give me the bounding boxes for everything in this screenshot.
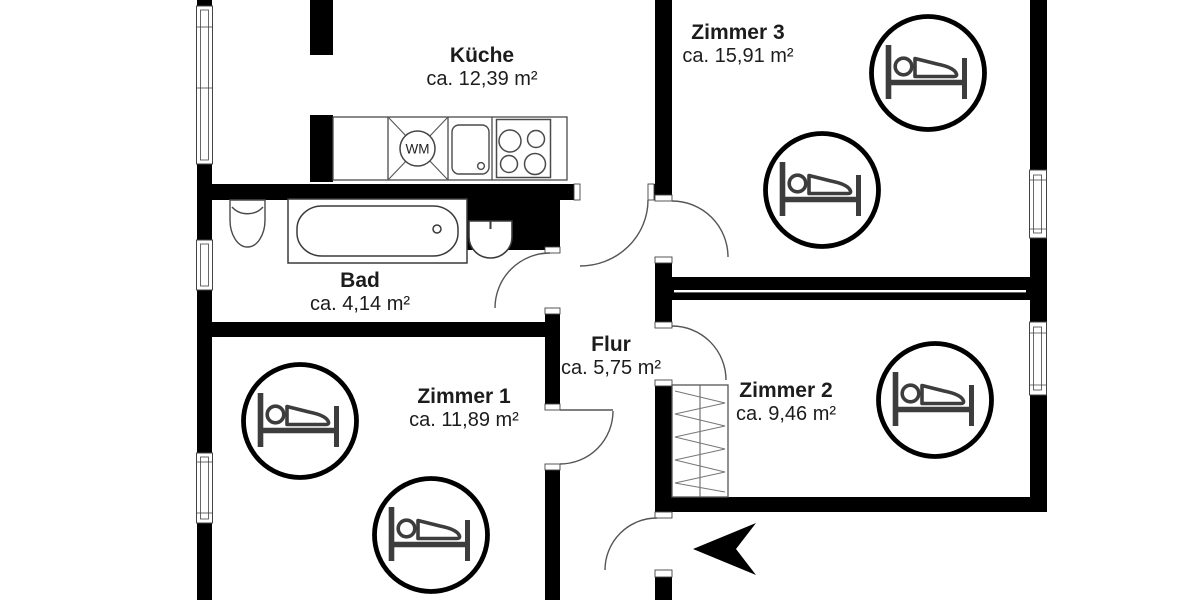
window-zimmer2 xyxy=(1029,321,1047,396)
toilet xyxy=(229,199,266,248)
wall-segment xyxy=(655,577,672,600)
door-jamb xyxy=(544,246,561,254)
bed-icon xyxy=(872,17,985,130)
room-area: ca. 15,91 m² xyxy=(682,44,794,67)
entrance-arrow-icon xyxy=(693,523,756,575)
door-jamb xyxy=(573,183,581,201)
wall-segment xyxy=(310,0,333,55)
door-jamb xyxy=(654,569,673,578)
windows xyxy=(196,5,1047,524)
room-name: Zimmer 3 xyxy=(691,21,785,45)
room-name: Flur xyxy=(591,333,631,357)
room-label-flur: Flur ca. 5,75 m² xyxy=(561,333,661,379)
door-jamb xyxy=(654,321,673,329)
door-jamb xyxy=(544,307,561,315)
door-arc-entrance xyxy=(604,517,658,571)
bathtub xyxy=(287,198,468,264)
room-label-bad: Bad ca. 4,14 m² xyxy=(310,269,410,315)
room-name: Küche xyxy=(449,44,515,68)
bed-icon xyxy=(879,344,992,457)
door-jambs xyxy=(544,183,673,578)
bed-icon xyxy=(766,134,879,247)
room-area: ca. 12,39 m² xyxy=(426,67,538,90)
wall-segment xyxy=(1030,238,1047,322)
door-jamb xyxy=(544,403,561,411)
wall-segment xyxy=(655,0,672,195)
doors xyxy=(494,199,729,571)
room-name: Zimmer 2 xyxy=(739,379,833,403)
washing-machine-label: WM xyxy=(406,142,430,157)
room-name: Bad xyxy=(340,269,380,293)
wall-segment xyxy=(197,523,212,600)
wall-segment xyxy=(1030,0,1047,170)
room-name: Zimmer 1 xyxy=(417,385,511,409)
door-arc-zimmer3 xyxy=(671,200,729,258)
door-arc-kueche xyxy=(579,199,649,267)
door-zimmer1 xyxy=(559,409,614,465)
door-arc-zimmer2 xyxy=(671,325,727,381)
wall-segment xyxy=(655,277,1047,300)
wardrobe xyxy=(671,384,729,498)
door-jamb xyxy=(654,379,673,387)
wall-gap-line xyxy=(674,290,1026,293)
bath-sink xyxy=(468,220,513,259)
bed-icon xyxy=(375,479,488,592)
window-kueche xyxy=(196,5,213,165)
room-area: ca. 4,14 m² xyxy=(309,292,411,315)
door-arc-bad xyxy=(494,252,551,309)
room-area: ca. 5,75 m² xyxy=(560,356,662,379)
wall-segment xyxy=(310,115,333,182)
door-jamb xyxy=(544,463,561,471)
door-arc-zimmer1 xyxy=(559,410,614,465)
door-jamb xyxy=(654,256,673,264)
wall-segment xyxy=(197,322,560,337)
wall-segment xyxy=(655,497,1047,512)
door-jamb xyxy=(647,183,655,201)
room-label-zimmer2: Zimmer 2 ca. 9,46 m² xyxy=(736,379,836,425)
washing-machine: WM xyxy=(387,116,449,181)
window-bad xyxy=(196,239,213,291)
room-area: ca. 9,46 m² xyxy=(735,402,837,425)
room-label-zimmer3: Zimmer 3 ca. 15,91 m² xyxy=(682,21,793,67)
wall-segment xyxy=(197,0,212,6)
stove xyxy=(495,118,552,179)
wall-segment xyxy=(655,386,672,512)
door-jamb xyxy=(654,194,673,202)
wall-segment xyxy=(545,470,560,600)
room-label-kueche: Küche ca. 12,39 m² xyxy=(426,44,537,90)
window-zimmer3 xyxy=(1029,169,1047,239)
room-area: ca. 11,89 m² xyxy=(409,408,519,431)
wall-segment xyxy=(197,164,212,240)
bed-icon xyxy=(244,365,357,478)
kitchen-sink xyxy=(451,124,490,175)
door-jamb xyxy=(654,511,673,519)
wall-segment xyxy=(1030,395,1047,512)
room-label-zimmer1: Zimmer 1 ca. 11,89 m² xyxy=(409,385,519,431)
window-zimmer1 xyxy=(196,452,213,524)
wall-segment xyxy=(197,290,212,453)
